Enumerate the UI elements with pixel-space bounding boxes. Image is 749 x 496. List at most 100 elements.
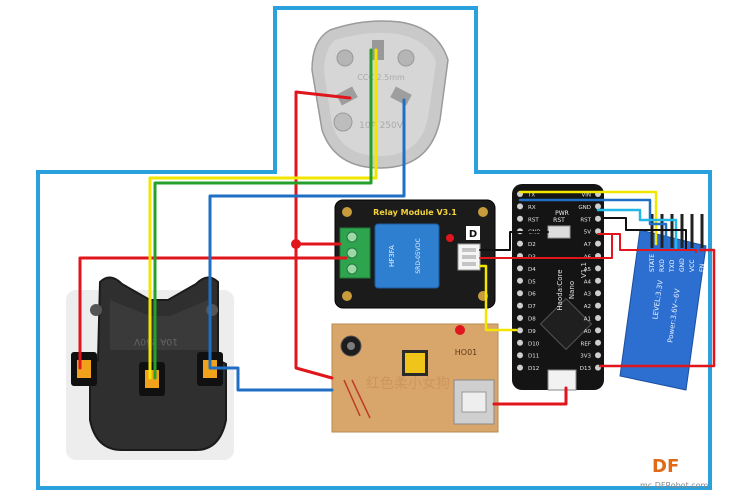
nano-pin-d9 bbox=[517, 327, 523, 334]
dfrobot-logo: DF mc.DFRobot.com bbox=[640, 456, 709, 490]
nano-pin-label: REF bbox=[581, 341, 591, 347]
nano-pin-label: A2 bbox=[584, 304, 591, 310]
relay-chip-text: HF3FA bbox=[388, 245, 396, 267]
bt-pin-label: TXD bbox=[669, 259, 676, 273]
logo-brand: DF bbox=[652, 456, 679, 477]
psu-watermark: 红色柔小女狗 bbox=[366, 375, 450, 392]
bt-pin-en bbox=[700, 214, 704, 248]
wire-blue-rx bbox=[518, 198, 668, 248]
power-supply-board: HO01 红色柔小女狗 bbox=[331, 323, 499, 433]
nano-pin-label: D7 bbox=[528, 304, 536, 310]
relay-module: Relay Module V3.1 HF3FA SRD-05VDC D bbox=[334, 199, 496, 309]
nano-pin-a4 bbox=[595, 277, 601, 284]
nano-pin-5v bbox=[595, 228, 601, 235]
nano-pin-label: A7 bbox=[584, 242, 592, 248]
nano-pin-headers: TXRXRSTGNDD2D3D4D5D6D7D8D9D10D11D12VINGN… bbox=[517, 191, 601, 372]
bt-pin-label: GND bbox=[679, 258, 686, 272]
nano-pin-label: VIN bbox=[582, 193, 592, 199]
nano-pin-label: D5 bbox=[528, 279, 536, 285]
relay-block bbox=[374, 223, 440, 289]
wire-yellow-signal bbox=[478, 264, 518, 332]
nano-pin-d8 bbox=[517, 315, 523, 321]
nano-rst-label: RST bbox=[553, 217, 565, 224]
nano-pin-label: D11 bbox=[528, 354, 539, 360]
nano-pin-a7 bbox=[595, 240, 601, 247]
wire-black-bt-gnd bbox=[601, 217, 687, 251]
nano-pin-gnd bbox=[595, 203, 601, 210]
nano-pin-label: A0 bbox=[584, 329, 592, 335]
enclosure-outline bbox=[36, 6, 712, 490]
nano-pin-label: RST bbox=[528, 217, 539, 223]
nano-pin-label: RX bbox=[528, 205, 536, 211]
nano-pin-d2 bbox=[517, 240, 523, 247]
nano-brand: Haoda:Core bbox=[556, 269, 564, 310]
plug-mark-text: CCC 2.5mm bbox=[357, 73, 405, 82]
relay-title: Relay Module V3.1 bbox=[373, 208, 457, 217]
wire-black-gnd bbox=[479, 231, 549, 251]
wire-red-bt-vcc bbox=[597, 233, 697, 253]
nano-pin-3v3 bbox=[595, 352, 601, 359]
bt-pin-vcc bbox=[690, 214, 694, 248]
nano-pin-label: D8 bbox=[528, 317, 536, 323]
wall-plug: 10A 250V CCC 2.5mm bbox=[311, 20, 449, 169]
psu-label: HO01 bbox=[455, 348, 478, 357]
nano-pin-label: D12 bbox=[528, 366, 539, 372]
nano-pwr-label: PWR bbox=[555, 210, 569, 217]
nano-pin-label: 3V3 bbox=[580, 354, 591, 360]
nano-pin-label: D10 bbox=[528, 341, 540, 347]
bt-pin-label: STATE bbox=[649, 254, 656, 272]
nano-model: Nano bbox=[568, 281, 576, 299]
nano-pin-label: D4 bbox=[528, 267, 536, 273]
nano-pin-a3 bbox=[595, 290, 601, 297]
nano-pin-d10 bbox=[517, 339, 523, 346]
nano-pin-label: 5V bbox=[584, 230, 591, 236]
nano-pin-label: D2 bbox=[528, 242, 536, 248]
nano-pin-label: TX bbox=[527, 193, 535, 199]
nano-pin-a2 bbox=[595, 302, 601, 309]
nano-pin-rst bbox=[517, 215, 523, 222]
nano-pin-d7 bbox=[517, 302, 523, 309]
logo-url: mc.DFRobot.com bbox=[640, 481, 709, 490]
wire-blue-neutral bbox=[208, 98, 406, 392]
nano-pin-label: A1 bbox=[584, 317, 591, 323]
nano-version: V1.1 bbox=[580, 262, 588, 278]
relay-d-label: D bbox=[469, 229, 477, 240]
nano-pin-a5 bbox=[595, 265, 601, 272]
relay-chip-sub: SRD-05VDC bbox=[415, 238, 422, 273]
wire-earth-yellow bbox=[148, 48, 378, 380]
nano-pin-rst bbox=[595, 215, 601, 222]
wire-earth-green bbox=[153, 48, 373, 380]
nano-pin-label: A5 bbox=[584, 267, 592, 273]
nano-pin-d6 bbox=[517, 290, 523, 297]
wire-red-relay-out bbox=[78, 256, 348, 370]
bt-pin-label: VCC bbox=[689, 260, 696, 272]
nano-board: RST PWR Haoda:Core Nano V1.1 TX RX RST GND D… bbox=[512, 184, 604, 391]
nano-usb-connector bbox=[547, 369, 577, 391]
wire-red-5v bbox=[492, 386, 568, 406]
nano-pin-label: D6 bbox=[528, 292, 536, 298]
nano-pin-rx bbox=[517, 203, 523, 210]
nano-pin-d11 bbox=[517, 352, 523, 359]
nano-pin-d12 bbox=[517, 364, 523, 371]
bt-pin-label: RXD bbox=[659, 259, 666, 272]
bt-pin-label: EN bbox=[699, 264, 706, 272]
nano-pin-label: GND bbox=[578, 205, 591, 211]
wire-red-live bbox=[294, 90, 352, 380]
nano-pin-a1 bbox=[595, 315, 601, 321]
nano-reset-button bbox=[547, 225, 571, 239]
plug-live-pin bbox=[336, 86, 358, 106]
wires bbox=[78, 48, 716, 406]
nano-pin-label: A3 bbox=[584, 292, 592, 298]
nano-pin-label: D9 bbox=[528, 329, 536, 335]
plug-neutral-pin bbox=[390, 86, 412, 106]
nano-pin-a0 bbox=[595, 327, 601, 334]
nano-pin-d5 bbox=[517, 277, 523, 284]
nano-pin-label: D13 bbox=[580, 366, 592, 372]
plug-rating-text: 10A 250V bbox=[359, 121, 404, 131]
nano-pin-label: A4 bbox=[584, 279, 592, 285]
nano-pin-label: RST bbox=[580, 217, 591, 223]
nano-pin-d4 bbox=[517, 265, 523, 272]
plug-earth-pin bbox=[372, 40, 384, 60]
